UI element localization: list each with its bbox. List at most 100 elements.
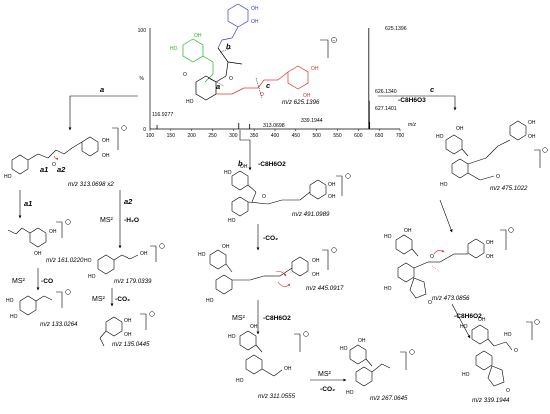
svg-text:HO: HO	[224, 170, 232, 176]
x-axis-label: m/z	[408, 122, 417, 128]
svg-text:OH: OH	[528, 134, 536, 140]
svg-text:OH: OH	[222, 244, 230, 250]
svg-text:OH: OH	[528, 120, 536, 126]
x-tick-label: 300	[229, 133, 238, 139]
y-tick-0: 0	[143, 127, 146, 133]
peak-label-116: 116.9277	[152, 112, 173, 118]
svg-text:HO: HO	[436, 134, 444, 140]
mz-313: m/z 313.0698 x2	[68, 181, 114, 188]
a2-branch-label: a2	[124, 197, 133, 206]
structure-313	[11, 136, 99, 175]
structure-135	[99, 316, 123, 347]
ion-bracket-135	[140, 311, 155, 330]
svg-text:O: O	[514, 348, 518, 354]
b-loss-2: -CO₂	[263, 235, 278, 242]
svg-text:OH: OH	[49, 229, 57, 235]
x-tick-label: 200	[187, 133, 196, 139]
x-tick-label: 650	[375, 133, 384, 139]
b-loss-1: -C8H6O2	[258, 161, 286, 168]
structure-473	[395, 234, 485, 299]
mz-133: m/z 133.0264	[40, 321, 78, 328]
structure-491	[231, 170, 327, 217]
pathway-c-label: c	[430, 85, 435, 94]
a2-ms2-first: MS²	[100, 217, 114, 224]
a1-loss: -CO	[41, 278, 53, 285]
b-loss-4: -CO₂	[320, 386, 335, 393]
svg-text:O: O	[430, 254, 434, 260]
pathway-b-label: b	[238, 159, 243, 168]
site-label-c: c	[266, 81, 271, 90]
ion-bracket-339	[526, 319, 540, 340]
svg-text:HO: HO	[4, 174, 12, 180]
mz-339: m/z 339.1944	[472, 397, 510, 404]
x-tick-label: 150	[167, 133, 176, 139]
mz-179: m/z 179.0339	[114, 278, 152, 285]
pathway-a-label: a	[100, 85, 104, 94]
svg-text:O: O	[262, 194, 266, 200]
a1-ms2: MS²	[12, 278, 26, 285]
peak-label-313: 313.0698	[263, 123, 285, 129]
green-oh-1: OH	[194, 33, 202, 39]
blue-fragment	[217, 3, 249, 49]
svg-text:OH: OH	[240, 164, 248, 170]
peak-label-339: 339.1944	[301, 118, 323, 124]
svg-text:HO: HO	[84, 258, 92, 264]
red-arrow-473-1	[433, 249, 445, 255]
svg-text:OH: OH	[312, 258, 320, 264]
precursor-structure: OH OH OH HO O HO O	[170, 3, 320, 106]
x-tick-label: 500	[312, 133, 321, 139]
structure-179	[97, 254, 139, 275]
svg-text:OH: OH	[404, 228, 412, 234]
svg-text:HO: HO	[228, 334, 236, 340]
structure-311	[239, 330, 283, 377]
svg-text:HO: HO	[6, 298, 14, 304]
svg-text:OH: OH	[456, 126, 464, 132]
peak-label-626: 626.1340	[375, 89, 397, 95]
b-loss-3: -C8H6O2	[263, 315, 291, 322]
svg-text:OH: OH	[478, 317, 486, 323]
svg-text:HO: HO	[504, 332, 512, 338]
y-tick-100: 100	[138, 28, 147, 34]
mz-135: m/z 135.0445	[112, 341, 150, 348]
a1-branch-label: a1	[24, 199, 32, 208]
ion-bracket-445	[322, 247, 337, 270]
red-o: O	[260, 92, 264, 98]
svg-text:OH: OH	[250, 324, 258, 330]
structure-445	[209, 249, 309, 295]
red-fragment	[216, 65, 309, 95]
svg-text:OH: OH	[124, 332, 132, 338]
svg-text:OH: OH	[284, 366, 292, 372]
svg-text:HO: HO	[10, 314, 18, 320]
blue-oh-1: OH	[251, 6, 259, 12]
green-oh-2: HO	[170, 46, 178, 52]
x-tick-label: 250	[208, 133, 217, 139]
svg-text:OH: OH	[34, 251, 42, 257]
svg-text:OH: OH	[358, 338, 366, 344]
spectrum-peaks	[156, 28, 371, 129]
svg-text:O: O	[428, 300, 432, 306]
a2-loss-first: -H₂O	[124, 217, 139, 224]
site-label-a: a	[216, 82, 220, 91]
core-o-1: O	[183, 72, 187, 78]
a2-loss: -CO₂	[115, 296, 130, 303]
ion-bracket-133	[56, 289, 71, 308]
svg-text:HO: HO	[206, 298, 214, 304]
svg-text:−: −	[333, 38, 336, 44]
cleavage-a-mark	[207, 77, 225, 87]
svg-text:O: O	[506, 388, 510, 394]
x-tick-label: 350	[250, 133, 259, 139]
ion-bracket-spectrum: −	[320, 37, 337, 58]
mz-161: m/z 161.0220	[46, 257, 84, 264]
pathway-b: b -C8H6O2 HO OH OH OH O HO m/z 491.0989 …	[198, 159, 415, 402]
svg-text:OH: OH	[140, 251, 148, 257]
svg-text:O: O	[52, 162, 56, 168]
x-tick-label: 550	[333, 133, 342, 139]
cleavage-a1-label-2: a2	[57, 165, 66, 174]
b-ms2-second: MS²	[318, 371, 332, 378]
b-ms2: MS²	[232, 315, 246, 322]
x-tick-label: 100	[146, 133, 155, 139]
structure-475	[445, 120, 527, 181]
blue-oh-2: OH	[251, 19, 259, 25]
